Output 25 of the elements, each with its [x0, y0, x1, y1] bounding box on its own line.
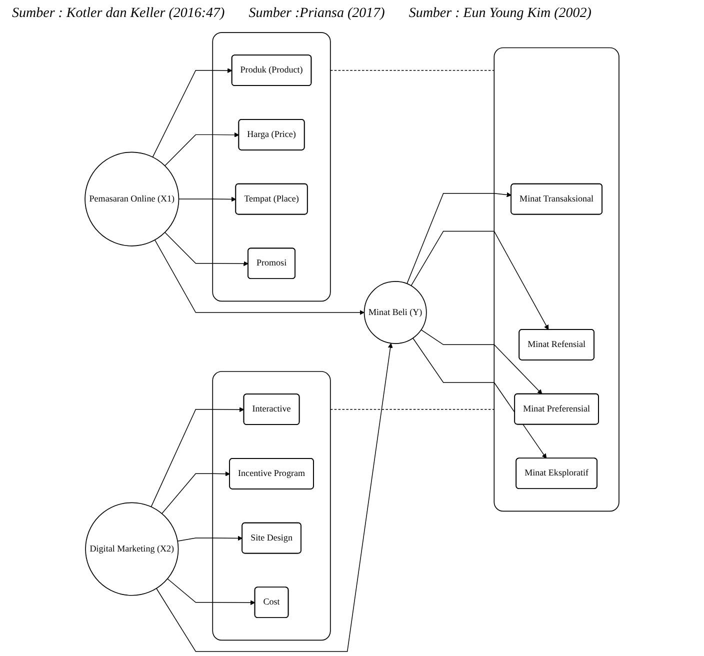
source-note: Sumber : Kotler dan Keller (2016:47) [12, 6, 225, 22]
node-circle: Digital Marketing (X2) [85, 502, 179, 596]
arrow [152, 68, 232, 158]
arrow [156, 343, 393, 652]
arrow [410, 230, 549, 330]
node-circle: Pemasaran Online (X1) [84, 152, 180, 246]
arrow [167, 578, 256, 606]
arrow [412, 338, 547, 459]
arrow [420, 329, 542, 394]
cluster [212, 32, 331, 302]
arrow [154, 240, 364, 315]
arrow [177, 536, 243, 542]
arrow [150, 407, 244, 508]
connector [330, 70, 495, 71]
arrow [164, 132, 240, 166]
node-circle: Minat Beli (Y) [364, 281, 427, 344]
connector [330, 408, 495, 410]
source-note: Sumber : Eun Young Kim (2002) [408, 6, 592, 22]
arrow [178, 196, 236, 202]
arrow [162, 471, 230, 514]
arrow [406, 192, 512, 284]
cluster [494, 47, 620, 512]
arrow [164, 232, 248, 266]
source-note: Sumber :Priansa (2017) [248, 6, 385, 22]
cluster [212, 371, 331, 641]
